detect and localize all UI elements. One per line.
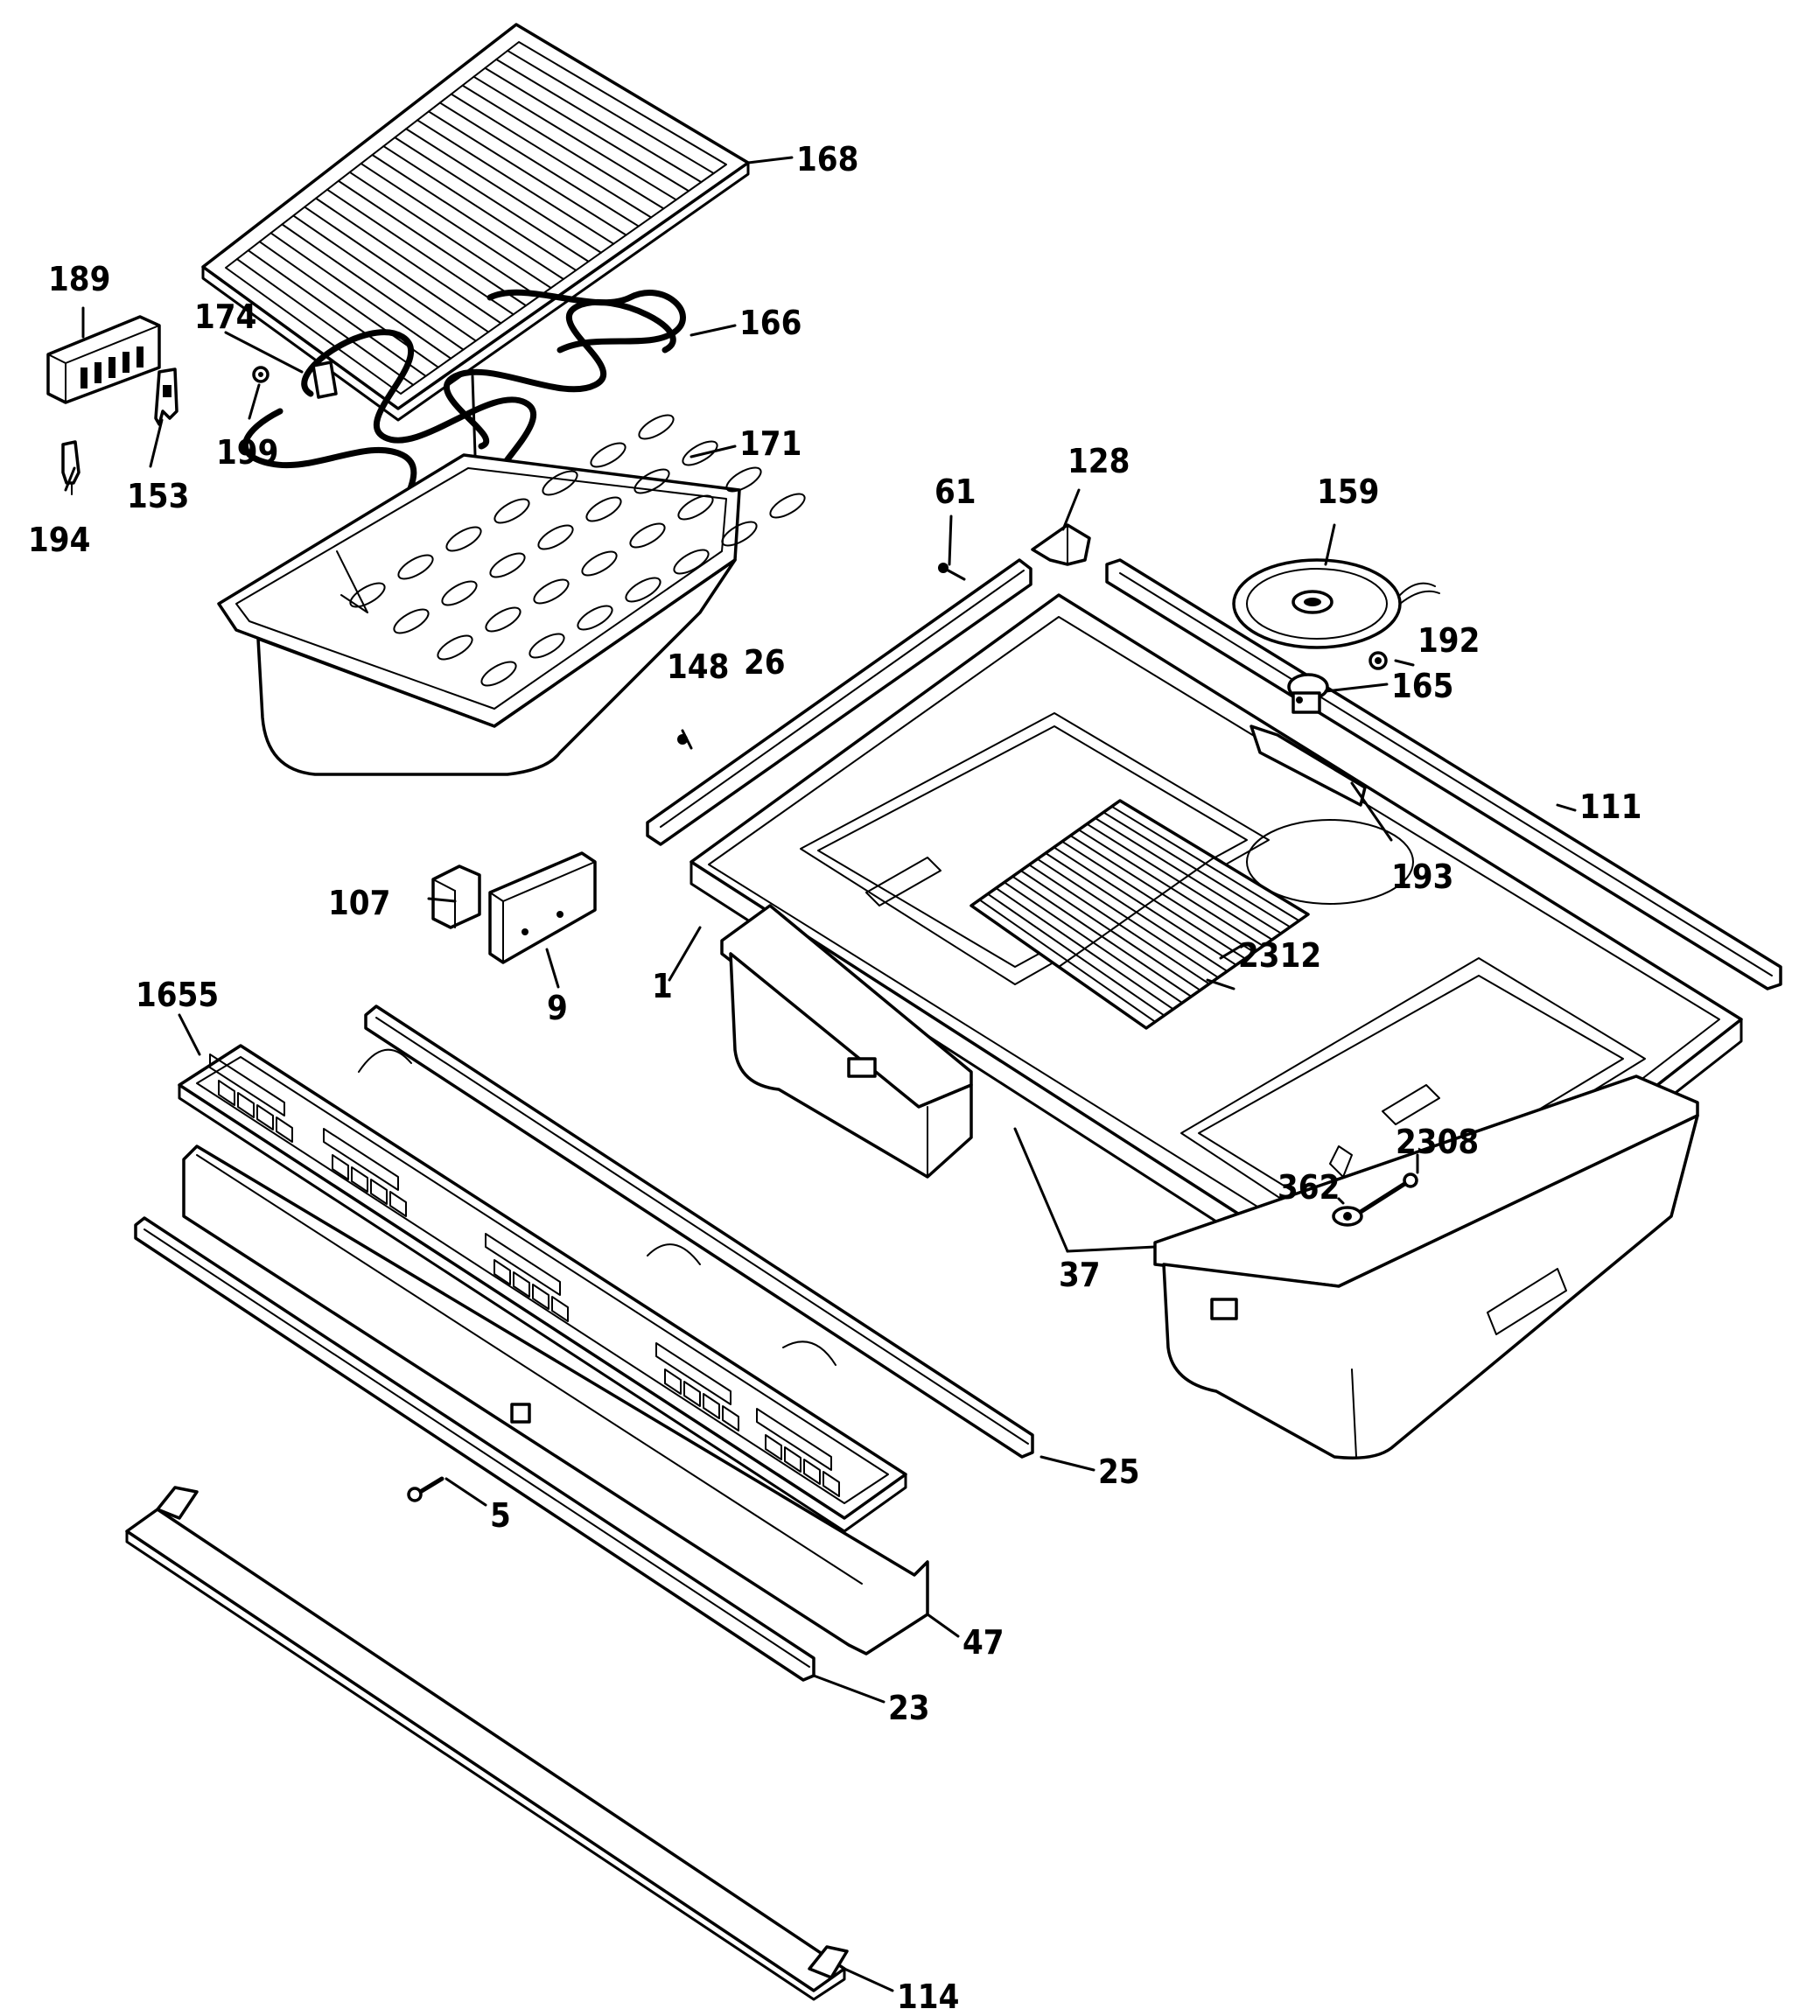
callout-159: 159 [1317, 472, 1379, 511]
terminal-174 [312, 360, 338, 399]
cooktop-frame-1 [690, 593, 1743, 1327]
leader-lines [64, 156, 1577, 1992]
side-rail-26 [646, 558, 1032, 846]
callout-1: 1 [652, 967, 673, 1005]
terminal-block-189 [46, 315, 161, 404]
callout-128: 128 [1068, 442, 1130, 480]
callout-5: 5 [490, 1496, 511, 1535]
side-rail-111 [1105, 558, 1782, 990]
callout-107: 107 [328, 884, 390, 922]
receptacle-165 [1287, 673, 1329, 714]
callout-2312: 2312 [1238, 936, 1321, 975]
callout-labels: 168 189 174 166 199 171 153 194 61 128 1… [28, 140, 1642, 2016]
switch-107 [431, 864, 481, 929]
callout-165: 165 [1391, 667, 1453, 705]
callout-25: 25 [1098, 1452, 1140, 1491]
bracket-9 [488, 851, 597, 964]
bracket-153 [154, 368, 178, 426]
callout-37: 37 [1059, 1256, 1101, 1294]
callout-168: 168 [796, 140, 858, 178]
callout-194: 194 [28, 521, 90, 559]
callout-9: 9 [547, 989, 568, 1027]
callout-171: 171 [739, 424, 802, 463]
drip-pan-171 [217, 414, 806, 776]
grill-grate-168 [201, 23, 750, 422]
callout-23: 23 [888, 1689, 930, 1727]
callout-193: 193 [1391, 858, 1453, 896]
screw-5 [407, 1476, 444, 1502]
callout-26: 26 [744, 643, 786, 682]
callout-166: 166 [739, 304, 802, 342]
connector-194 [61, 440, 80, 495]
drip-pan-37-left [720, 904, 973, 1179]
callout-189: 189 [48, 260, 110, 298]
callout-148: 148 [667, 648, 729, 686]
callout-2308: 2308 [1396, 1123, 1479, 1161]
front-rail-23 [134, 1216, 816, 1682]
corner-piece-128 [1031, 523, 1091, 566]
grommet-199 [252, 366, 270, 383]
screw-2308 [1358, 1172, 1418, 1214]
surface-burner-159 [1232, 558, 1440, 649]
callout-1655: 1655 [136, 976, 219, 1014]
drip-pan-37-right [1153, 1074, 1699, 1460]
callout-114: 114 [897, 1978, 959, 2016]
callout-47: 47 [962, 1623, 1004, 1662]
screw-148 [677, 729, 693, 750]
callout-153: 153 [127, 477, 189, 515]
callout-192: 192 [1418, 621, 1480, 660]
screw-61 [938, 563, 966, 581]
grommet-192 [1368, 651, 1388, 670]
callout-174: 174 [194, 298, 256, 336]
callout-199: 199 [216, 433, 278, 472]
bracket-362 [1329, 1145, 1363, 1227]
callout-61: 61 [934, 472, 976, 511]
rear-rail-25 [364, 1004, 1034, 1459]
control-panel-1655 [178, 1044, 929, 1656]
callout-362: 362 [1278, 1168, 1340, 1207]
callout-111: 111 [1579, 788, 1642, 826]
